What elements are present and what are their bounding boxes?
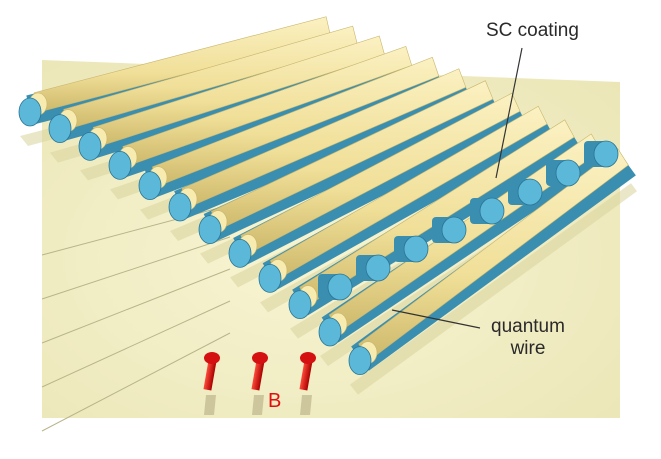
guide-line: [41, 332, 231, 432]
quantum-wire-end: [318, 317, 342, 347]
guide-line: [41, 268, 231, 344]
field-arrow-shadow: [252, 395, 264, 415]
guide-line: [41, 236, 231, 300]
quantum-wire-end: [228, 238, 252, 268]
field-arrow-shadow: [204, 395, 216, 415]
wire-shadow: [350, 183, 637, 395]
quantum-wire-end: [288, 290, 312, 320]
cross-wire: [546, 159, 581, 187]
quantum-wire-leader-line: [391, 309, 481, 329]
sc-coating-label: SC coating: [486, 20, 579, 41]
cross-wire-end: [555, 159, 581, 187]
quantum-wire-end: [168, 192, 192, 222]
quantum-wire-end: [108, 150, 132, 180]
guide-line: [41, 300, 231, 388]
field-arrow: [299, 352, 316, 415]
field-arrow-head: [252, 352, 268, 364]
quantum-wire-end: [78, 131, 102, 161]
cross-wire: [584, 140, 619, 168]
field-arrow: [251, 352, 268, 415]
field-arrow-head: [300, 352, 316, 364]
cross-wire: [318, 273, 353, 301]
quantum-wire-label-line2: wire: [510, 338, 546, 359]
field-arrow-shaft: [251, 359, 265, 391]
cross-wire-end: [517, 178, 543, 206]
quantum-wire-label-line1: quantum: [491, 316, 565, 337]
quantum-wire-end: [138, 171, 162, 201]
cross-wire-end: [593, 140, 619, 168]
cross-wire: [356, 254, 391, 282]
quantum-wire-end: [18, 97, 42, 127]
field-arrow-shaft: [299, 359, 313, 391]
cross-wire-end: [365, 254, 391, 282]
wire-array: [18, 16, 637, 395]
quantum-wire-label: quantum wire: [468, 316, 588, 360]
cross-wire: [508, 178, 543, 206]
cross-wire-end: [327, 273, 353, 301]
cross-wire: [432, 216, 467, 244]
quantum-wire-end: [348, 346, 372, 376]
field-arrow-shaft: [203, 359, 217, 391]
cross-wire: [470, 197, 505, 225]
sc-coating-leader-line: [495, 47, 523, 179]
field-label: B: [268, 390, 282, 412]
cross-wire-end: [479, 197, 505, 225]
magnetic-field-arrows: [203, 352, 316, 415]
cross-wire: [394, 235, 429, 263]
cross-wire-end: [403, 235, 429, 263]
quantum-wire-end: [258, 263, 282, 293]
quantum-wire-end: [48, 114, 72, 144]
quantum-wire-end: [198, 215, 222, 245]
field-arrow-shadow: [300, 395, 312, 415]
field-arrow-head: [204, 352, 220, 364]
field-arrow: [203, 352, 220, 415]
cross-wire-end: [441, 216, 467, 244]
